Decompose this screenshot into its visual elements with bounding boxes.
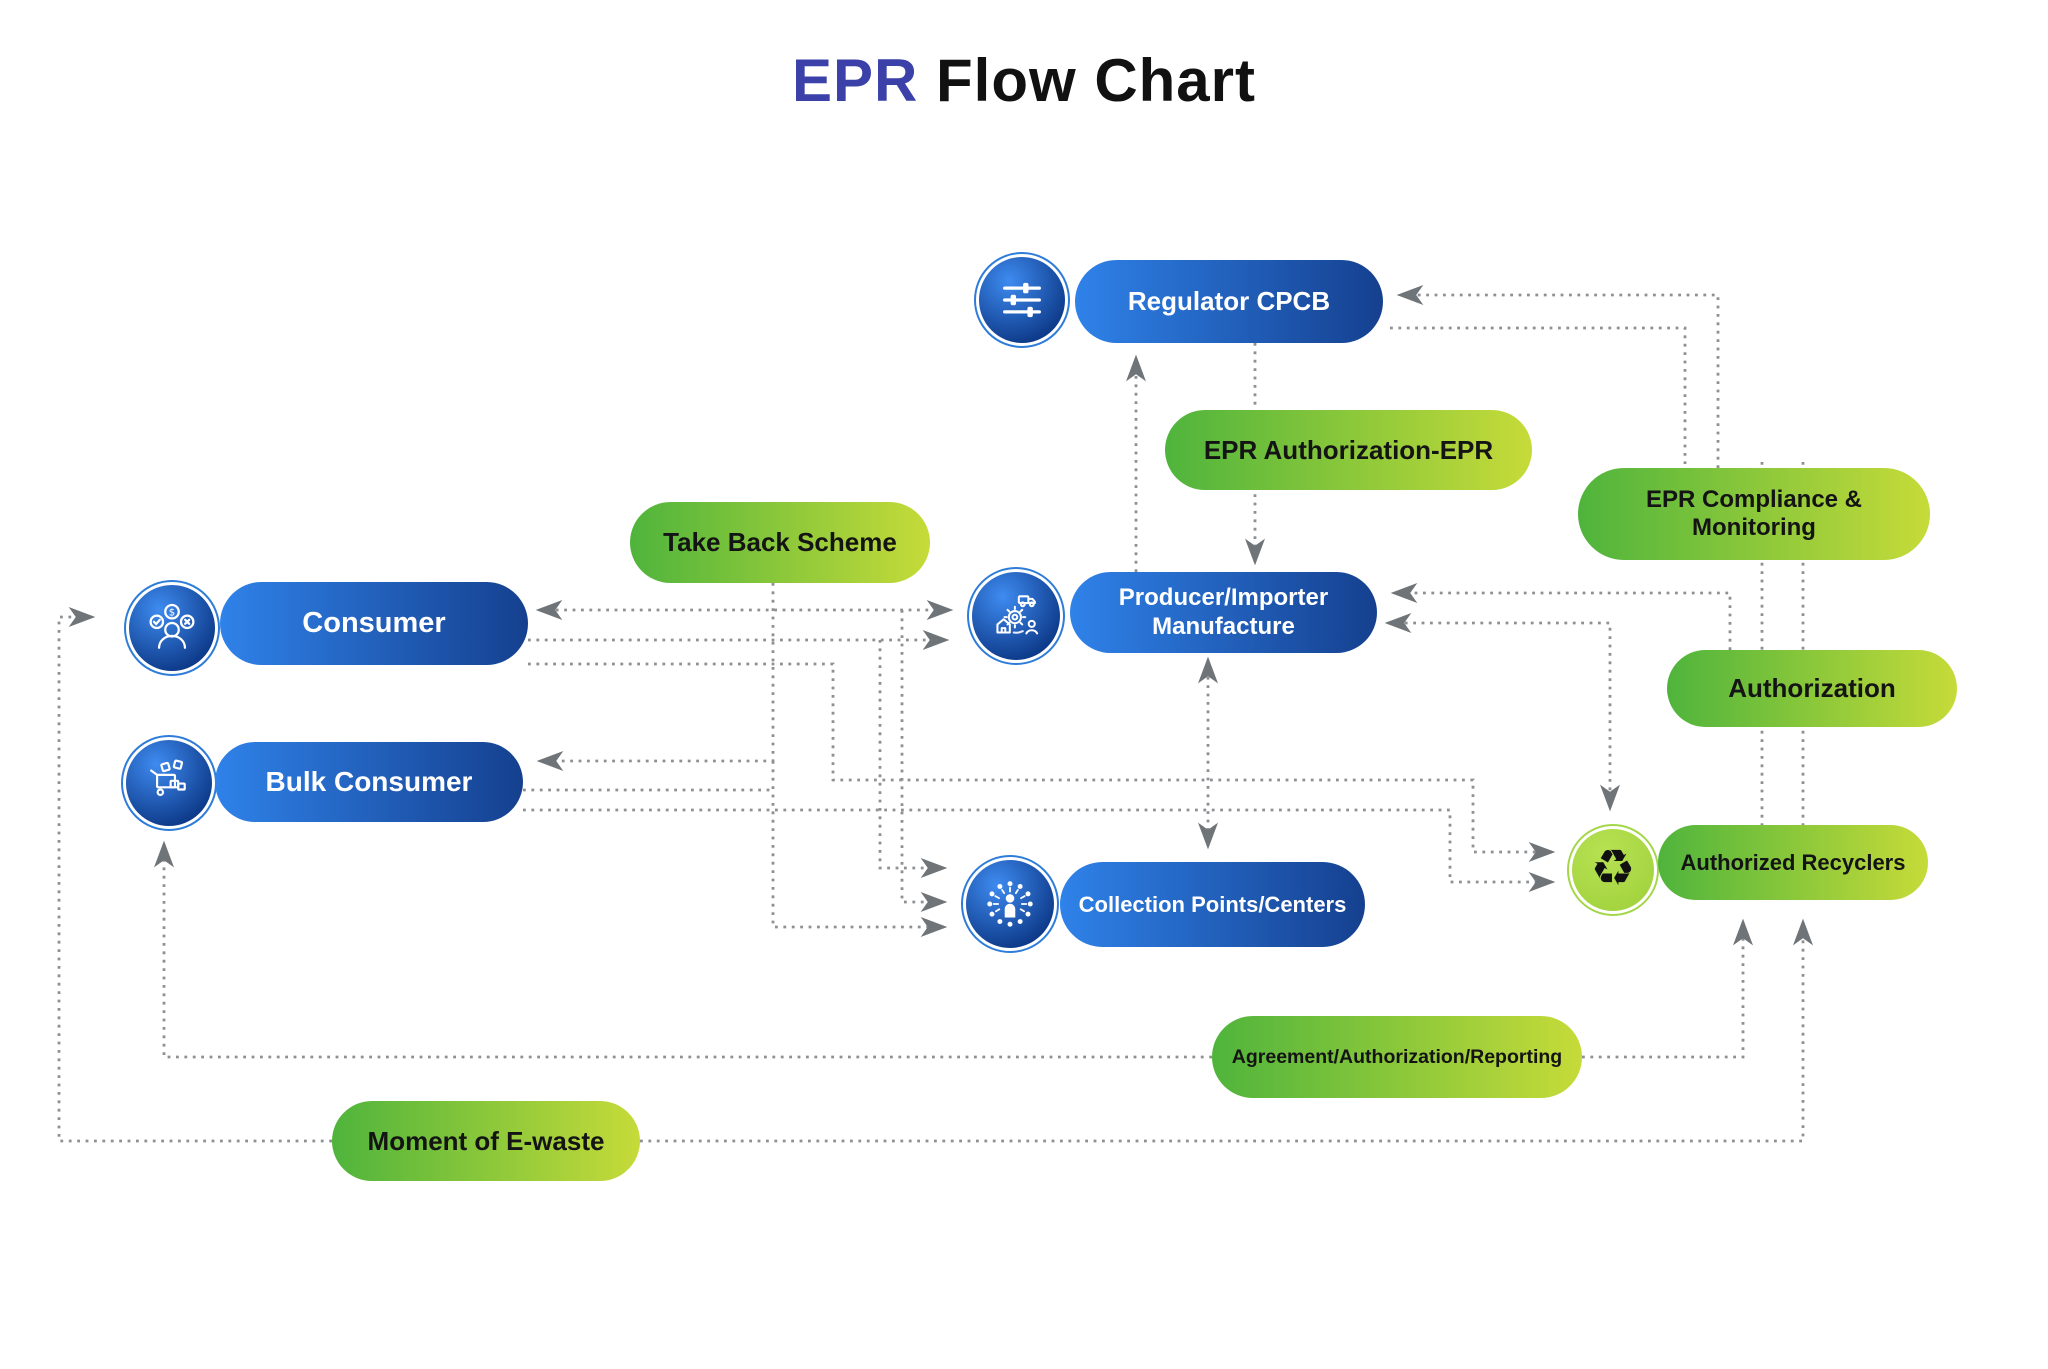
node-epr-compliance-line2: Monitoring <box>1692 514 1816 541</box>
node-epr-compliance: EPR Compliance & Monitoring <box>1578 468 1930 560</box>
edge-moment-to-consumer <box>57 607 332 1143</box>
consumer-icon: $ <box>124 580 220 676</box>
node-authorized-recyclers: Authorized Recyclers <box>1658 825 1928 900</box>
edge-agreement-to-bulkconsumer <box>154 840 1212 1059</box>
node-collection-points: Collection Points/Centers <box>1060 862 1365 947</box>
page-title: EPR Flow Chart <box>0 46 2048 115</box>
node-consumer: Consumer <box>220 582 528 665</box>
sliders-icon <box>974 252 1070 348</box>
edge-authorization-to-producer <box>1390 583 1732 650</box>
node-consumer-label: Consumer <box>302 607 446 640</box>
edge-producer-recyclers-bidirectional <box>1384 613 1620 812</box>
node-bulk-consumer: Bulk Consumer <box>215 742 523 822</box>
title-highlight: EPR <box>791 47 919 114</box>
node-regulator-label: Regulator CPCB <box>1127 286 1331 317</box>
svg-text:$: $ <box>169 607 175 618</box>
node-producer-label: Producer/Importer Manufacture <box>1119 584 1328 641</box>
edge-takeback-to-collection <box>771 761 948 937</box>
node-agreement-label: Agreement/Authorization/Reporting <box>1231 1045 1563 1068</box>
node-authorization-label: Authorization <box>1728 673 1896 704</box>
node-epr-authorization-label: EPR Authorization-EPR <box>1203 434 1494 465</box>
node-moment-of-ewaste-label: Moment of E-waste <box>367 1125 605 1156</box>
edge-consumer-to-collection-1 <box>878 640 948 878</box>
node-take-back-scheme: Take Back Scheme <box>630 502 930 583</box>
recycle-icon: ♻ <box>1567 824 1659 916</box>
node-epr-compliance-line1: EPR Compliance & <box>1645 485 1863 513</box>
edge-bulkconsumer-to-recyclers <box>523 808 1556 892</box>
recycle-glyph: ♻ <box>1590 839 1636 897</box>
node-producer-label-line1: Producer/Importer <box>1118 584 1329 612</box>
node-agreement: Agreement/Authorization/Reporting <box>1212 1016 1582 1098</box>
node-authorization: Authorization <box>1667 650 1957 727</box>
edge-agreement-to-recyclers <box>1582 918 1753 1059</box>
supply-chain-icon <box>967 567 1065 665</box>
edge-regulator-to-compliance <box>1390 326 1687 464</box>
node-moment-of-ewaste: Moment of E-waste <box>332 1101 640 1181</box>
node-epr-authorization: EPR Authorization-EPR <box>1165 410 1532 490</box>
node-regulator-cpcb: Regulator CPCB <box>1075 260 1383 343</box>
title-rest: Flow Chart <box>918 47 1257 114</box>
collection-hub-icon <box>961 855 1059 953</box>
node-bulk-consumer-label: Bulk Consumer <box>265 766 473 798</box>
node-producer-importer: Producer/Importer Manufacture <box>1070 572 1377 653</box>
node-producer-label-line2: Manufacture <box>1152 612 1295 640</box>
edge-consumer-to-collection-2 <box>900 610 948 912</box>
edge-consumer-to-recyclers <box>528 662 1556 862</box>
node-collection-points-label: Collection Points/Centers <box>1078 891 1347 917</box>
node-authorized-recyclers-label: Authorized Recyclers <box>1680 849 1906 875</box>
node-take-back-scheme-label: Take Back Scheme <box>663 527 897 558</box>
node-epr-compliance-label: EPR Compliance & Monitoring <box>1646 486 1862 543</box>
cart-boxes-icon <box>121 735 217 831</box>
edge-moment-to-recyclers <box>640 918 1813 1143</box>
